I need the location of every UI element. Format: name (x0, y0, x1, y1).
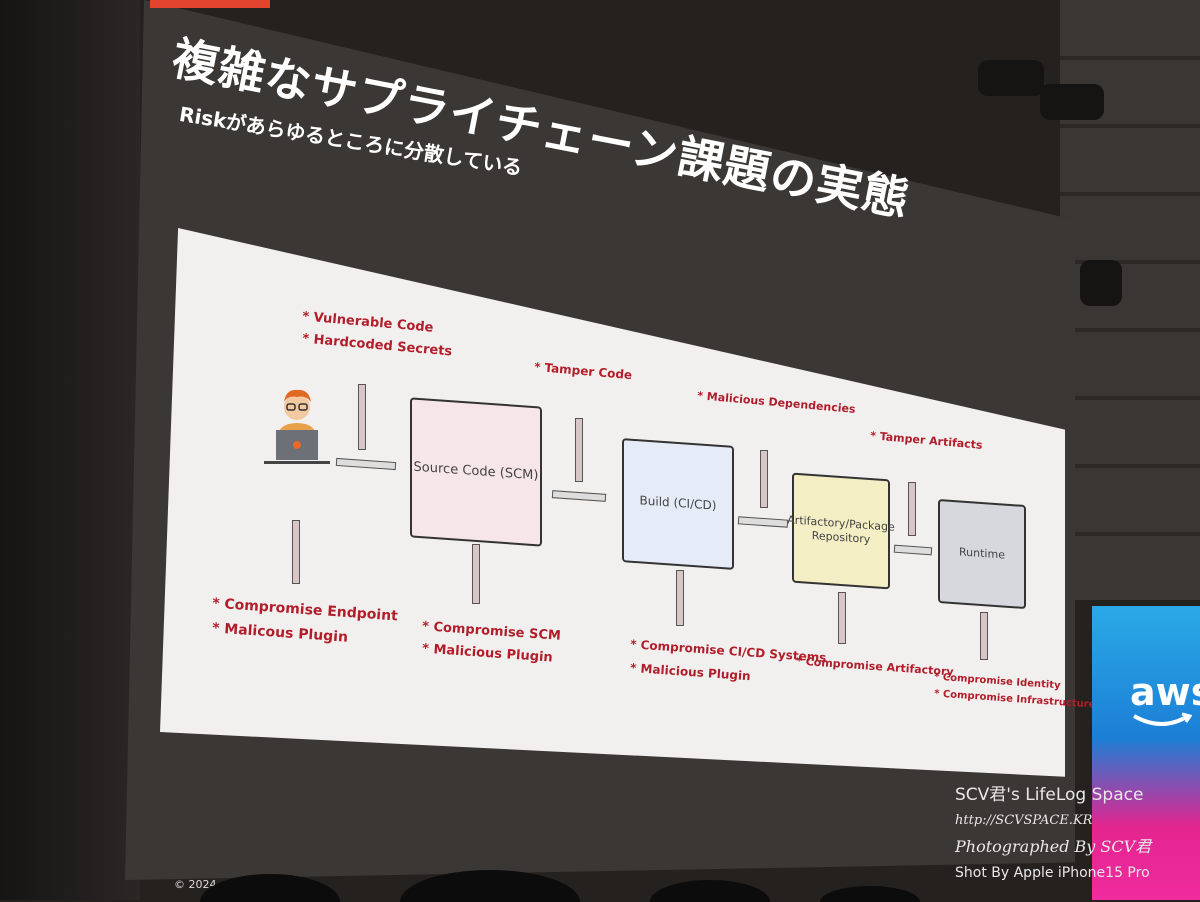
title-accent-bar (150, 0, 270, 8)
watermark-line-2: http://SCVSPACE.KR (955, 813, 1093, 828)
speaker-3 (1080, 260, 1122, 306)
arrow-up-developer (292, 520, 300, 584)
watermark-line-1: SCV君's LifeLog Space (955, 785, 1144, 805)
developer-icon (264, 389, 330, 464)
arrow-up-scm (472, 544, 480, 604)
speaker-2 (1040, 84, 1104, 120)
source-code-box: Source Code (SCM) (410, 397, 542, 547)
arrow-up-artifactory (838, 592, 846, 644)
venue-wall-left (0, 0, 140, 900)
aws-sign (1092, 606, 1200, 900)
arrow-down-scm (575, 418, 583, 482)
artifactory-box: Artifactory/Package Repository (787, 472, 895, 590)
watermark-line-3: Photographed By SCV君 (955, 837, 1152, 856)
slide-copyright: © 2024 (174, 878, 217, 891)
arrow-up-build (676, 570, 684, 626)
arrow-down-build (760, 450, 768, 508)
watermark-line-4: Shot By Apple iPhone15 Pro (955, 865, 1150, 881)
photo-watermark: SCV君's LifeLog Space http://SCVSPACE.KR … (955, 782, 1195, 886)
build-box: Build (CI/CD) (622, 438, 734, 570)
audience-silhouettes (200, 870, 920, 902)
runtime-box: Runtime (938, 498, 1026, 610)
speaker-1 (978, 60, 1044, 96)
arrow-up-runtime (980, 612, 988, 660)
arrow-down-artifactory (908, 482, 916, 536)
arrow-down-developer (358, 384, 366, 450)
aws-smile-icon (1133, 712, 1192, 726)
aws-logo-text: aws (1130, 670, 1200, 714)
